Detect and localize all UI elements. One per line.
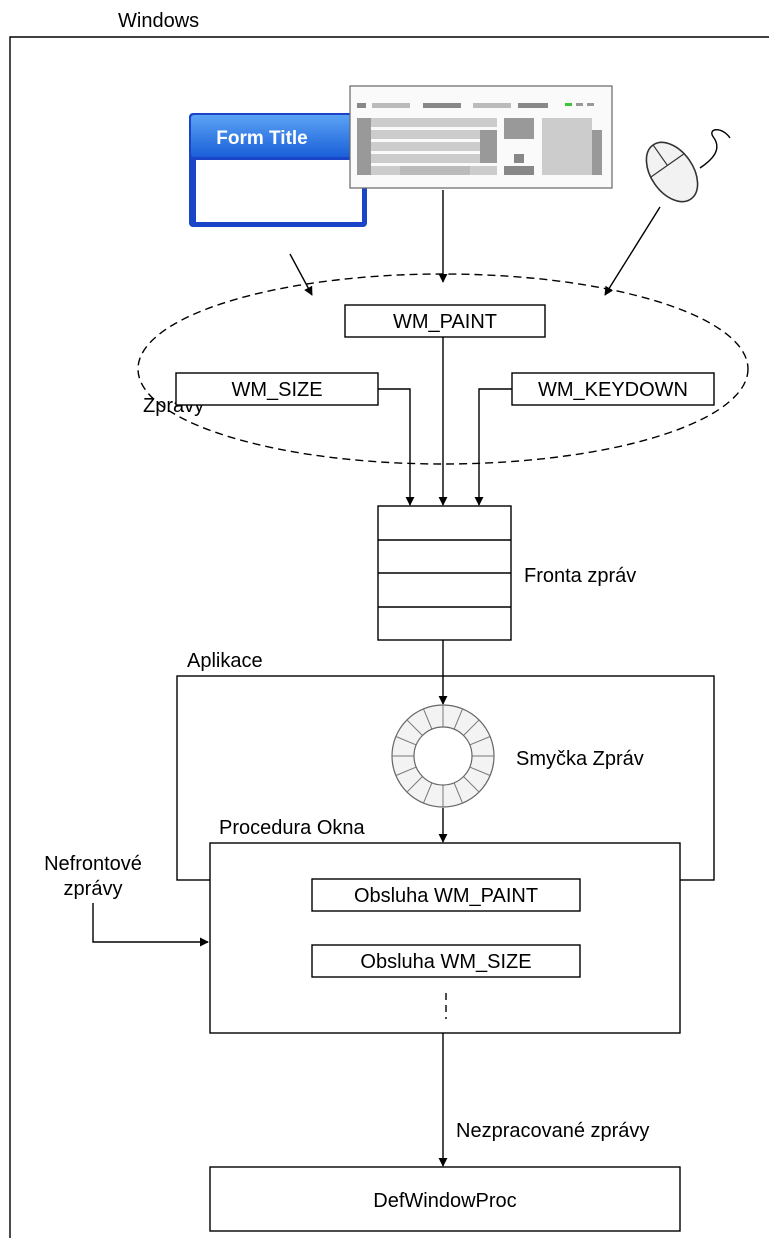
handler-wm-size-label: Obsluha WM_SIZE (360, 951, 531, 973)
message-loop-icon (392, 705, 494, 807)
queue-label: Fronta zpráv (524, 565, 636, 587)
form-window-icon: Form Title (189, 113, 367, 227)
window-proc-label: Procedura Okna (219, 817, 366, 839)
arrow-size-to-queue (378, 389, 410, 505)
msg-wm-keydown: WM_KEYDOWN (512, 373, 714, 405)
msg-wm-paint-label: WM_PAINT (393, 311, 497, 333)
arrow-keydown-to-queue (479, 389, 512, 505)
def-window-proc: DefWindowProc (210, 1167, 680, 1231)
form-title: Form Title (216, 128, 308, 149)
app-label: Aplikace (187, 650, 263, 672)
mouse-icon (636, 130, 730, 211)
loop-label: Smyčka Zpráv (516, 748, 644, 770)
keyboard-icon (350, 86, 612, 188)
nonqueued-label-line1: Nefrontové (44, 853, 142, 875)
windows-label: Windows (118, 10, 199, 32)
msg-wm-keydown-label: WM_KEYDOWN (538, 379, 688, 401)
nonqueued-label-line2: zprávy (64, 878, 123, 900)
window-procedure-box (210, 843, 680, 1033)
handler-wm-paint-label: Obsluha WM_PAINT (354, 885, 538, 907)
msg-wm-size-label: WM_SIZE (231, 379, 322, 401)
def-window-proc-label: DefWindowProc (373, 1190, 516, 1212)
handler-wm-size: Obsluha WM_SIZE (312, 945, 580, 977)
arrow-form-to-messages (290, 254, 312, 295)
msg-wm-size: WM_SIZE (176, 373, 378, 405)
arrow-mouse-to-messages (605, 207, 660, 295)
handler-wm-paint: Obsluha WM_PAINT (312, 879, 580, 911)
unprocessed-label: Nezpracované zprávy (456, 1120, 649, 1142)
arrow-nonqueued-to-procedure (93, 903, 208, 942)
msg-wm-paint: WM_PAINT (345, 305, 545, 337)
message-queue (378, 506, 511, 640)
